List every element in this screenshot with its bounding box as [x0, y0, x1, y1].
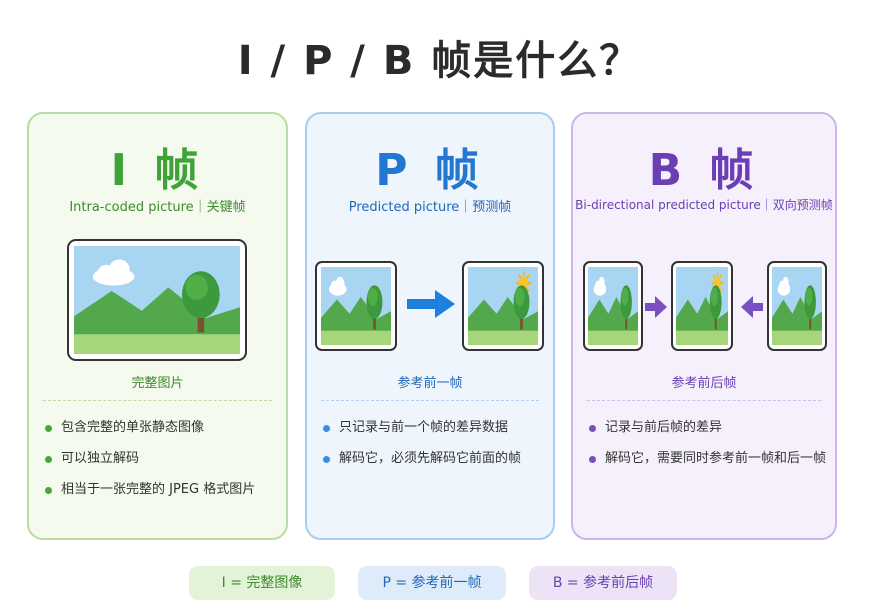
arrow-right-icon [407, 290, 455, 322]
i-frame-subtitle: Intra-coded picture｜关键帧 [69, 200, 246, 215]
b-frame-previous-image [583, 261, 643, 351]
page-title: I / P / B 帧是什么？ [237, 38, 642, 84]
list-item: 记录与前后帧的差异 [587, 418, 827, 449]
list-item: 包含完整的单张静态图像 [43, 418, 278, 449]
b-frame-bullets: 记录与前后帧的差异 解码它，需要同时参考前一帧和后一帧 [587, 418, 827, 480]
p-frame-subtitle: Predicted picture｜预测帧 [348, 200, 512, 215]
p-frame-heading: P 帧 [375, 145, 485, 196]
b-frame-current-image [671, 261, 733, 351]
bullet-dot-icon [45, 487, 52, 494]
p-frame-caption: 参考前一帧 [397, 376, 463, 391]
b-frame-caption: 参考前后帧 [671, 376, 737, 391]
list-item: 可以独立解码 [43, 449, 278, 480]
legend-p-frame: P = 参考前一帧 [358, 566, 506, 600]
divider [43, 400, 272, 401]
b-frame-card: B 帧 Bi-directional predicted picture｜双向预… [571, 112, 837, 540]
divider [587, 400, 821, 401]
bullet-dot-icon [323, 425, 330, 432]
i-frame-full-image [67, 239, 247, 361]
b-frame-next-image [767, 261, 827, 351]
i-frame-card: I 帧 Intra-coded picture｜关键帧 完整图片 包含完整的单张… [27, 112, 288, 540]
b-frame-heading: B 帧 [648, 145, 760, 196]
divider [321, 400, 539, 401]
bullet-dot-icon [589, 425, 596, 432]
p-frame-bullets: 只记录与前一个帧的差异数据 解码它，必须先解码它前面的帧 [321, 418, 545, 480]
list-item: 解码它，必须先解码它前面的帧 [321, 449, 545, 480]
list-item: 相当于一张完整的 JPEG 格式图片 [43, 480, 278, 511]
legend-b-frame: B = 参考前后帧 [529, 566, 677, 600]
i-frame-bullets: 包含完整的单张静态图像 可以独立解码 相当于一张完整的 JPEG 格式图片 [43, 418, 278, 511]
i-frame-heading: I 帧 [110, 145, 205, 196]
arrow-right-icon [645, 296, 667, 322]
i-frame-caption: 完整图片 [131, 376, 184, 391]
b-frame-subtitle: Bi-directional predicted picture｜双向预测帧 [575, 198, 833, 212]
p-frame-previous-image [315, 261, 397, 351]
legend-i-frame: I = 完整图像 [189, 566, 335, 600]
bullet-dot-icon [589, 456, 596, 463]
list-item: 只记录与前一个帧的差异数据 [321, 418, 545, 449]
arrow-left-icon [741, 296, 763, 322]
p-frame-card: P 帧 Predicted picture｜预测帧 参考前一帧 只记录与前一个帧… [305, 112, 555, 540]
p-frame-current-image [462, 261, 544, 351]
list-item: 解码它，需要同时参考前一帧和后一帧 [587, 449, 827, 480]
bullet-dot-icon [45, 425, 52, 432]
bullet-dot-icon [45, 456, 52, 463]
bullet-dot-icon [323, 456, 330, 463]
